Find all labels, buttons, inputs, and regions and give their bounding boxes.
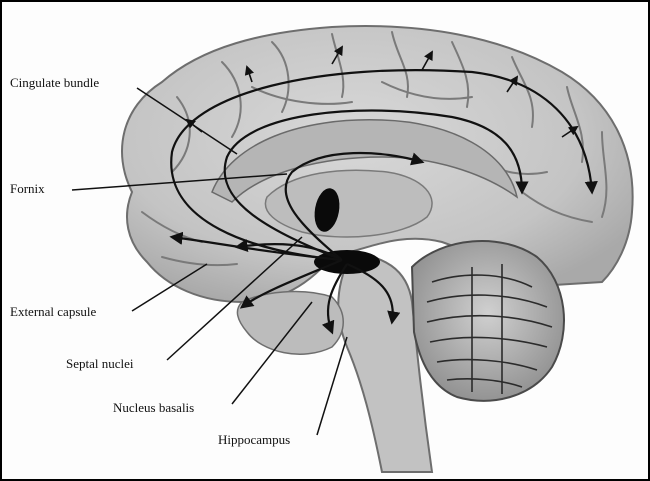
label-fornix: Fornix — [10, 182, 45, 196]
label-external-capsule: External capsule — [10, 305, 96, 319]
label-cingulate-bundle: Cingulate bundle — [10, 76, 99, 90]
temporal-lobe — [237, 292, 343, 355]
cerebellum — [412, 241, 564, 401]
label-hippocampus: Hippocampus — [218, 433, 290, 447]
label-septal-nuclei: Septal nuclei — [66, 357, 134, 371]
label-nucleus-basalis: Nucleus basalis — [113, 401, 194, 415]
